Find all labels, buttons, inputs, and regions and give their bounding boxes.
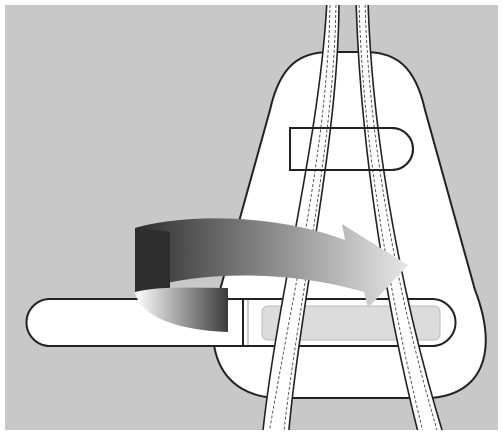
wrap-arrow-body <box>135 218 408 308</box>
wrap-arrow <box>135 218 408 332</box>
wrap-arrow-back <box>135 228 170 292</box>
wrap-arrow-tail <box>135 287 228 332</box>
left-harness-strap <box>261 5 340 433</box>
right-harness-strap <box>355 5 444 433</box>
